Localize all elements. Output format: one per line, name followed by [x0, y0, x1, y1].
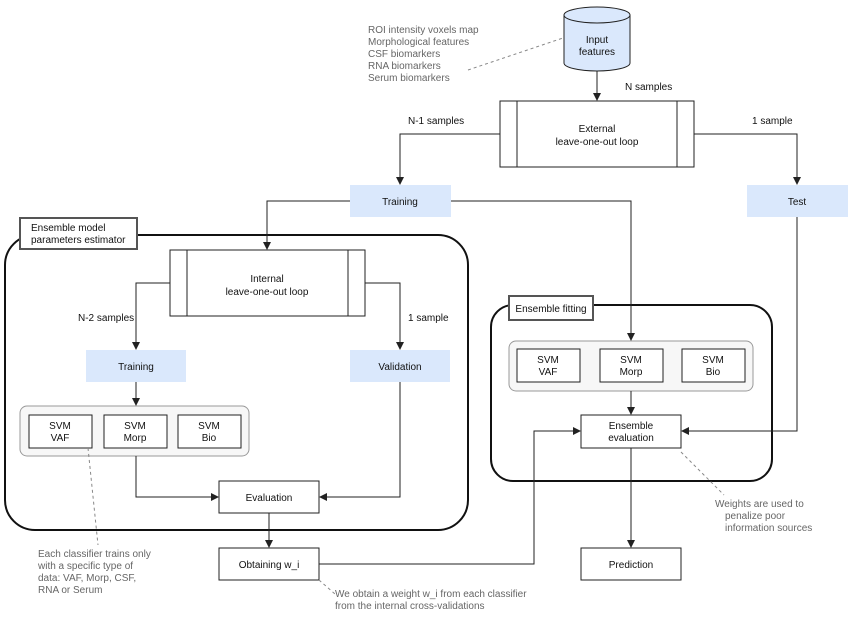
svm-vaf-label: VAF — [51, 433, 70, 444]
prediction-node: Prediction — [580, 547, 682, 581]
edge-training-to-ensemble-svm — [451, 200, 635, 341]
ens-svm-morp-node: SVM Morp — [599, 348, 664, 383]
edge-obtaining-to-ensemble-eval — [319, 427, 581, 565]
penalize-note-line: information sources — [725, 523, 812, 534]
svm-vaf-label: SVM — [49, 421, 71, 432]
internal-loop-label: leave-one-out loop — [226, 287, 309, 298]
fitting-title: Ensemble fitting — [508, 295, 594, 321]
one-sample-top-label: 1 sample — [752, 116, 793, 127]
estimator-title-line: parameters estimator — [31, 235, 126, 246]
training-inner-label: Training — [118, 362, 154, 373]
classifier-note-line: Each classifier trains only — [38, 549, 151, 560]
ens-svm-morp-label: Morp — [620, 367, 643, 378]
input-list-item: RNA biomarkers — [368, 61, 441, 72]
classifier-note-line: with a specific type of — [37, 561, 133, 572]
input-features-label: features — [579, 47, 615, 58]
weight-note-connector — [318, 579, 336, 595]
ensemble-evaluation-label: Ensemble — [609, 421, 654, 432]
penalize-note: Weights are used to penalize poor inform… — [715, 499, 812, 534]
input-list-item: CSF biomarkers — [368, 49, 440, 60]
svm-bio-node: SVM Bio — [177, 414, 242, 449]
training-top-node: Training — [350, 185, 451, 217]
external-loop-label: leave-one-out loop — [556, 137, 639, 148]
obtaining-w-label: Obtaining w_i — [239, 560, 300, 571]
svm-bio-label: SVM — [198, 421, 220, 432]
svg-text:Ensemble model: Ensemble model — [31, 223, 105, 234]
penalize-note-line: penalize poor — [725, 511, 786, 522]
estimator-title-line: Ensemble model — [31, 223, 105, 234]
training-inner-node: Training — [86, 350, 186, 382]
input-list-item: ROI intensity voxels map — [368, 25, 479, 36]
ensemble-evaluation-node: Ensemble evaluation — [580, 414, 682, 449]
weight-note-line: We obtain a weight w_i from each classif… — [335, 589, 527, 600]
classifier-note-connector — [87, 447, 99, 546]
n2-samples-label: N-2 samples — [78, 313, 134, 324]
classifier-note: Each classifier trains only with a speci… — [37, 549, 151, 596]
validation-node: Validation — [350, 350, 450, 382]
ens-svm-morp-label: SVM — [620, 355, 642, 366]
edge-external-to-test — [694, 133, 801, 185]
svm-morp-node: SVM Morp — [103, 414, 168, 449]
n1-samples-label: N-1 samples — [408, 116, 464, 127]
one-sample-inner-label: 1 sample — [408, 313, 449, 324]
edge-internal-to-validation — [365, 282, 404, 350]
ens-svm-vaf-label: SVM — [537, 355, 559, 366]
input-list-note: ROI intensity voxels map Morphological f… — [368, 25, 479, 84]
weight-note-line: from the internal cross-validations — [335, 601, 485, 612]
test-node: Test — [747, 185, 848, 217]
svg-text:parameters estimator: parameters estimator — [31, 235, 126, 246]
penalize-note-connector — [680, 451, 725, 496]
fitting-title-text: Ensemble fitting — [515, 304, 586, 315]
obtaining-w-node: Obtaining w_i — [218, 547, 320, 581]
input-note-connector — [467, 37, 564, 71]
edge-test-to-ensemble-eval — [681, 217, 798, 435]
estimator-group — [4, 234, 469, 531]
internal-loop-label: Internal — [250, 274, 283, 285]
external-loop-node: External leave-one-out loop — [499, 100, 695, 168]
n-samples-label: N samples — [625, 82, 672, 93]
svm-morp-label: SVM — [124, 421, 146, 432]
classifier-note-line: RNA or Serum — [38, 585, 102, 596]
ens-svm-vaf-label: VAF — [539, 367, 558, 378]
input-list-item: Serum biomarkers — [368, 73, 450, 84]
svm-morp-label: Morp — [124, 433, 147, 444]
edge-external-to-training — [396, 133, 500, 185]
evaluation-label: Evaluation — [246, 493, 293, 504]
prediction-label: Prediction — [609, 560, 653, 571]
edge-svm-to-evaluation — [135, 456, 219, 501]
classifier-note-line: data: VAF, Morp, CSF, — [38, 573, 136, 584]
input-features-label: Input — [586, 35, 608, 46]
internal-loop-node: Internal leave-one-out loop — [169, 249, 366, 317]
edge-internal-to-inner-training — [132, 282, 170, 350]
ens-svm-vaf-node: SVM VAF — [516, 348, 581, 383]
evaluation-node: Evaluation — [218, 480, 320, 514]
ens-svm-bio-label: SVM — [702, 355, 724, 366]
weight-note: We obtain a weight w_i from each classif… — [335, 589, 527, 612]
edge-training-to-internal — [263, 200, 350, 250]
svm-bio-label: Bio — [202, 433, 217, 444]
input-features-node: Input features — [563, 6, 631, 72]
ens-svm-bio-node: SVM Bio — [681, 348, 746, 383]
ens-svm-bio-label: Bio — [706, 367, 721, 378]
svm-vaf-node: SVM VAF — [28, 414, 93, 449]
external-loop-label: External — [579, 124, 616, 135]
input-list-item: Morphological features — [368, 37, 469, 48]
ensemble-evaluation-label: evaluation — [608, 433, 654, 444]
penalize-note-line: Weights are used to — [715, 499, 804, 510]
training-top-label: Training — [382, 197, 418, 208]
estimator-title: Ensemble model parameters estimator — [19, 217, 138, 250]
test-label: Test — [788, 197, 807, 208]
edge-validation-to-evaluation — [319, 382, 401, 501]
validation-label: Validation — [378, 362, 421, 373]
